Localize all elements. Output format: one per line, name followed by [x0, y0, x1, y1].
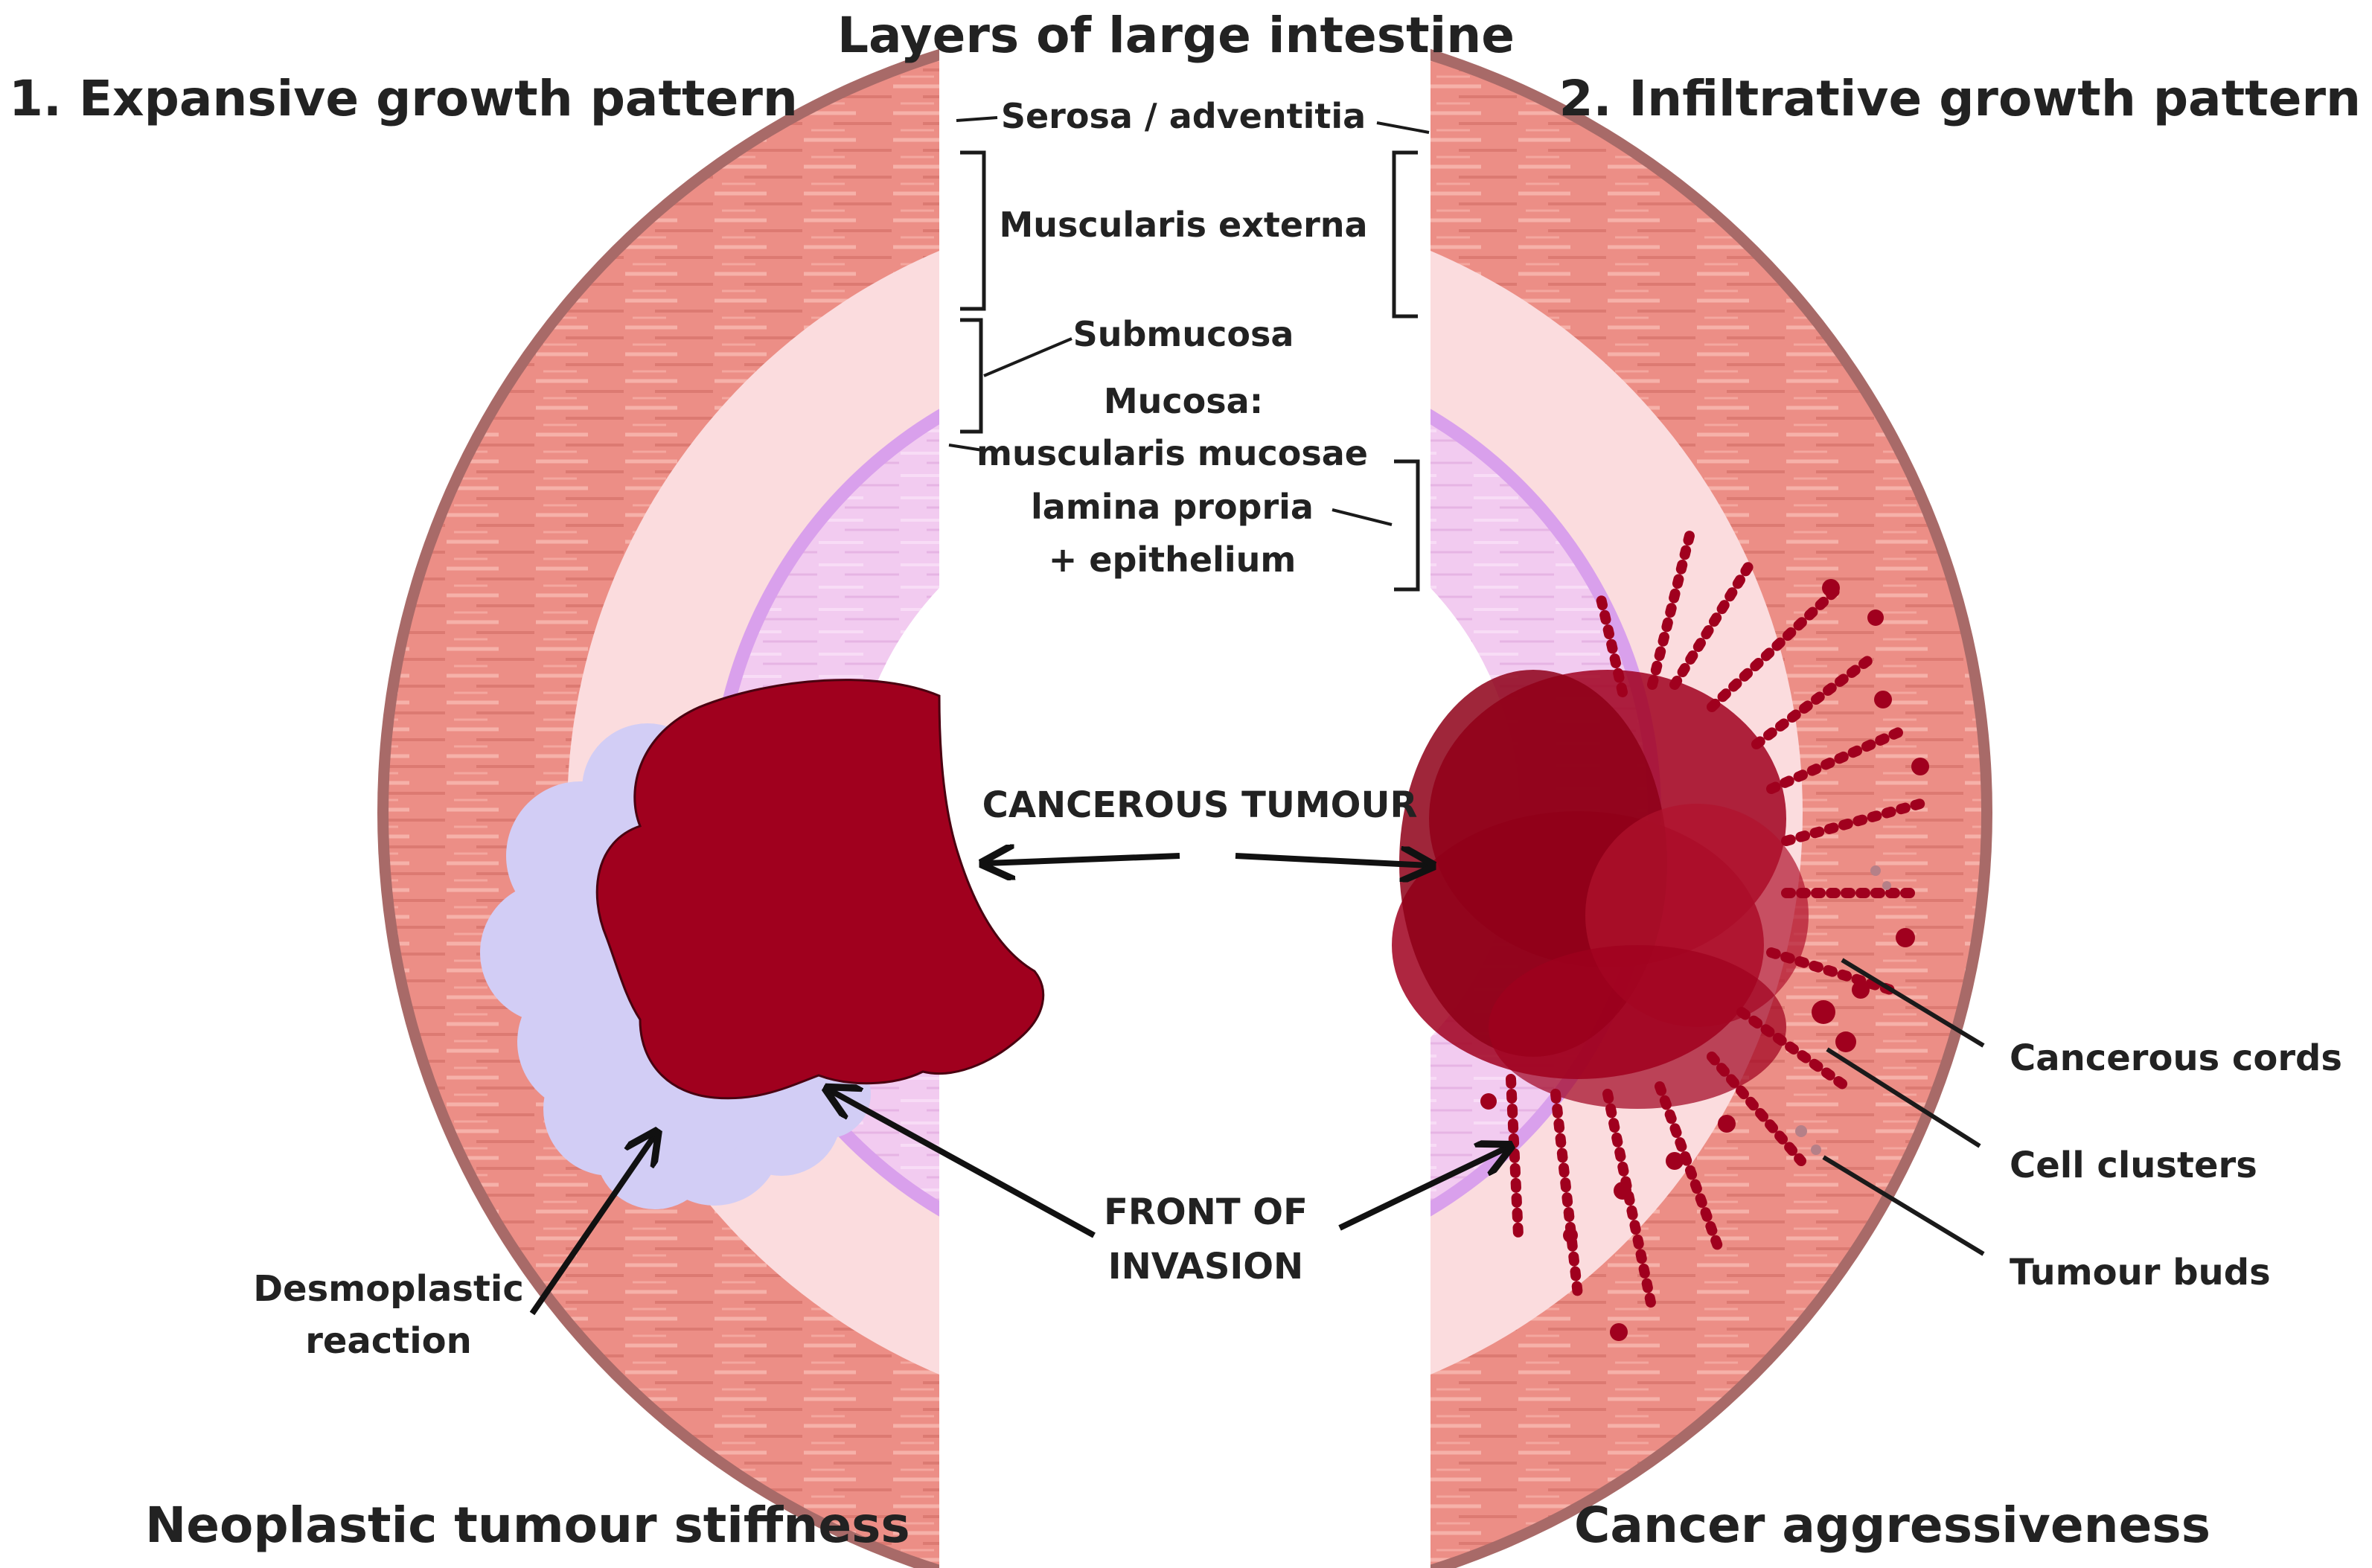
front-arrow-left — [830, 1090, 1096, 1238]
cell-clusters — [1480, 579, 1929, 1341]
submucosa-pointer — [983, 337, 1072, 377]
muscularis-mucosae-label: muscularis mucosae — [976, 433, 1368, 473]
cancerous-cords — [1506, 531, 1925, 1315]
serosa-pointer-right — [1376, 121, 1430, 134]
bottom-left-heading: Neoplastic tumour stiffness — [145, 1497, 910, 1554]
front-of-invasion-label-2: INVASION — [1108, 1246, 1303, 1287]
lumen-gap — [1057, 580, 1355, 1563]
tumour-buds — [1795, 865, 1891, 1155]
diagram-title: Layers of large intestine — [837, 7, 1515, 64]
lamina-pointer — [1332, 508, 1393, 526]
expansive-tumour — [595, 679, 1045, 1100]
muscularis-externa-label: Muscularis externa — [999, 205, 1367, 245]
cords-pointer — [1841, 958, 1985, 1048]
cancerous-cords-label: Cancerous cords — [2010, 1037, 2342, 1079]
mucosa-bracket — [1394, 459, 1420, 592]
cell-clusters-label: Cell clusters — [2010, 1145, 2257, 1186]
front-of-invasion-label-1: FRONT OF — [1104, 1191, 1308, 1233]
right-heading: 2. Infiltrative growth pattern — [1559, 70, 2361, 127]
tumour-arrow-left — [986, 856, 1180, 863]
buds-pointer — [1822, 1155, 1985, 1256]
tumour-arrow-right — [1235, 856, 1429, 865]
muscularis-bracket-right — [1392, 150, 1418, 319]
desmoplastic-arrow — [529, 1135, 655, 1316]
label-band — [939, 127, 1430, 588]
serosa-label: Serosa / adventitia — [1001, 96, 1366, 136]
mucosa-pointer — [948, 444, 983, 452]
submucosa-label: Submucosa — [1073, 314, 1294, 354]
bottom-right-heading: Cancer aggressiveness — [1574, 1497, 2210, 1554]
infiltrative-tumour — [1392, 670, 1809, 1109]
cancerous-tumour-label: CANCEROUS TUMOUR — [982, 784, 1418, 826]
desmoplastic-label-1: Desmoplastic — [253, 1268, 524, 1310]
lamina-propria-label: lamina propria — [1031, 487, 1314, 527]
mucosa-label: Mucosa: — [1104, 381, 1263, 421]
epithelium-label: + epithelium — [1049, 540, 1297, 580]
tumour-buds-label: Tumour buds — [2010, 1252, 2271, 1293]
desmoplastic-label-2: reaction — [305, 1320, 472, 1362]
left-heading: 1. Expansive growth pattern — [9, 70, 798, 127]
muscularis-bracket-left — [960, 150, 986, 311]
layer-labels: Layers of large intestine Serosa / adven… — [837, 7, 1515, 592]
submucosa-bracket — [960, 318, 983, 434]
clusters-pointer — [1826, 1047, 1981, 1148]
front-arrow-right — [1338, 1148, 1507, 1231]
serosa-pointer-left — [956, 116, 998, 122]
